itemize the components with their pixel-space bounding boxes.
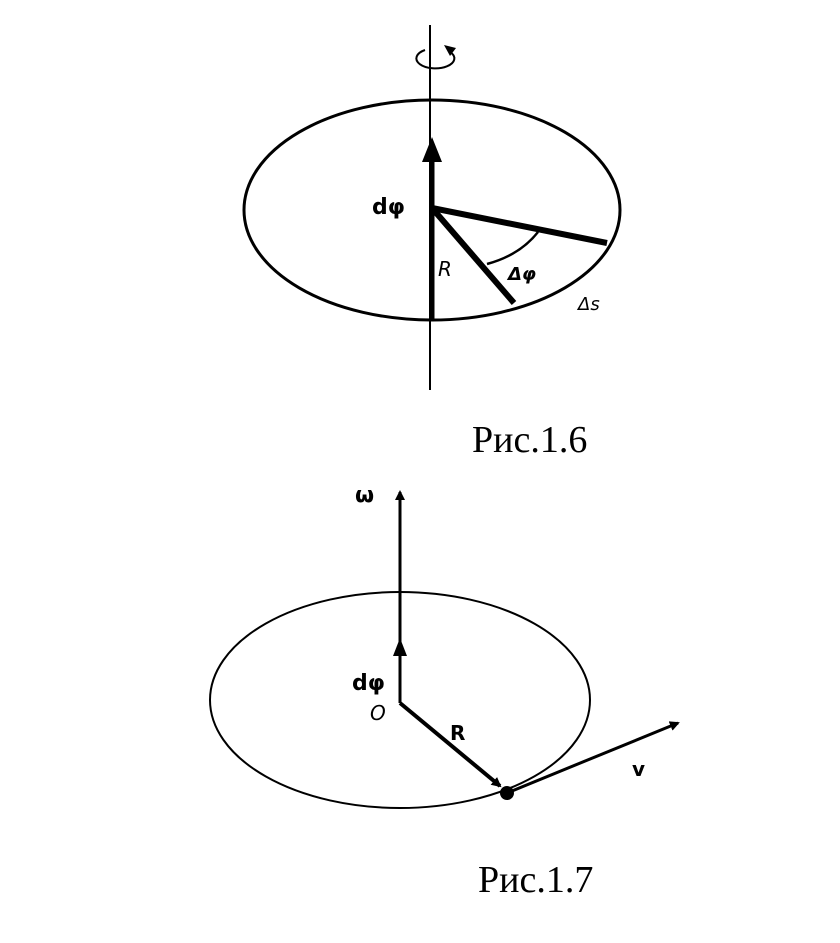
dphi-vector-arrowhead [393, 638, 407, 656]
label-radius: R [438, 257, 452, 281]
label-origin: O [370, 701, 386, 725]
radius-vector [398, 701, 502, 788]
label-dphi: dφ [352, 671, 385, 696]
radius-line-1 [431, 205, 608, 246]
rotation-direction-icon [415, 45, 456, 70]
figure-1-6: dφ R Δφ Δs Рис.1.6 [242, 25, 622, 461]
velocity-vector [506, 721, 680, 795]
label-delta-phi: Δφ [506, 264, 536, 285]
label-dphi: dφ [372, 195, 405, 220]
dphi-vector-arrowhead [422, 137, 442, 162]
figure-1-7: ω dφ O R v Рис.1.7 [209, 483, 680, 901]
label-radius: R [450, 721, 465, 745]
angle-arc [486, 231, 539, 266]
radius-line-2 [429, 206, 517, 305]
label-omega: ω [355, 483, 374, 508]
caption-fig-1-7: Рис.1.7 [478, 859, 593, 901]
label-delta-s: Δs [576, 294, 600, 315]
label-velocity: v [632, 757, 645, 781]
caption-fig-1-6: Рис.1.6 [472, 419, 587, 461]
